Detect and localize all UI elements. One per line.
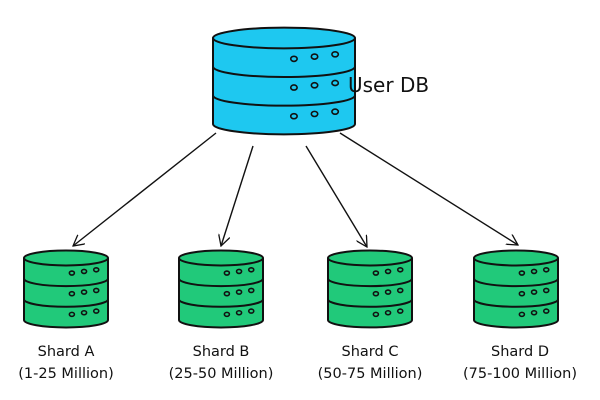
shard-database-icon[interactable] bbox=[178, 249, 264, 329]
led-dot bbox=[396, 308, 404, 314]
led-dot bbox=[530, 289, 538, 295]
led-dot bbox=[235, 268, 243, 275]
cylinder-body bbox=[212, 38, 356, 136]
led-dot bbox=[384, 268, 392, 275]
cylinder-body bbox=[473, 258, 559, 329]
arrow-to-shard-a bbox=[73, 132, 217, 246]
led-dot bbox=[223, 311, 231, 318]
shard-range: (75-100 Million) bbox=[463, 366, 577, 382]
led-dot bbox=[372, 311, 380, 318]
led-dot bbox=[92, 308, 100, 314]
led-dot bbox=[247, 308, 255, 314]
shard-range: (25-50 Million) bbox=[169, 366, 274, 382]
shard-database-icon[interactable] bbox=[23, 249, 109, 329]
led-dot bbox=[518, 290, 526, 297]
led-dot bbox=[235, 309, 243, 316]
shard-a[interactable]: Shard A (1-25 Million) bbox=[18, 249, 114, 382]
cylinder-body bbox=[178, 258, 264, 329]
layer-divider bbox=[473, 278, 559, 288]
led-dot bbox=[518, 311, 526, 318]
led-dot bbox=[310, 81, 319, 89]
shard-name: Shard D bbox=[491, 344, 549, 360]
shard-range: (1-25 Million) bbox=[18, 366, 114, 382]
cylinder-top bbox=[212, 26, 356, 50]
led-dot bbox=[372, 290, 380, 297]
user-db-icon[interactable] bbox=[212, 26, 356, 136]
layer-divider bbox=[212, 66, 356, 78]
led-dot bbox=[310, 53, 319, 60]
led-dot bbox=[542, 308, 550, 314]
layer-divider bbox=[178, 299, 264, 308]
shard-range: (50-75 Million) bbox=[318, 366, 423, 382]
led-dot bbox=[530, 268, 538, 275]
led-dot bbox=[247, 266, 255, 273]
edges bbox=[73, 132, 518, 247]
layer-divider bbox=[23, 278, 109, 288]
led-dot bbox=[68, 290, 76, 297]
led-dot bbox=[396, 266, 404, 273]
shard-database-icon[interactable] bbox=[327, 249, 413, 329]
layer-divider bbox=[327, 278, 413, 288]
cylinder-top bbox=[178, 249, 264, 267]
led-dot bbox=[289, 55, 298, 63]
user-db-label: User DB bbox=[348, 73, 429, 97]
led-dot bbox=[518, 270, 526, 276]
shard-d[interactable]: Shard D (75-100 Million) bbox=[463, 249, 577, 382]
led-dot bbox=[384, 289, 392, 295]
led-dot bbox=[68, 270, 76, 276]
cylinder-top bbox=[327, 249, 413, 267]
layer-divider bbox=[327, 299, 413, 308]
led-dot bbox=[80, 268, 88, 275]
shard-b[interactable]: Shard B (25-50 Million) bbox=[169, 249, 274, 382]
cylinder-top bbox=[23, 249, 109, 267]
led-dot bbox=[331, 50, 340, 58]
arrow-to-shard-d bbox=[339, 132, 518, 245]
led-dot bbox=[396, 287, 404, 294]
cylinder-body bbox=[327, 258, 413, 329]
shard-name: Shard B bbox=[193, 344, 250, 360]
led-dot bbox=[289, 112, 298, 120]
led-dot bbox=[68, 311, 76, 318]
cylinder-body bbox=[23, 258, 109, 329]
layer-divider bbox=[23, 299, 109, 308]
led-dot bbox=[223, 290, 231, 297]
arrow-to-shard-c bbox=[305, 145, 367, 247]
layer-divider bbox=[212, 95, 356, 107]
led-dot bbox=[331, 79, 340, 87]
shard-database-icon[interactable] bbox=[473, 249, 559, 329]
led-dot bbox=[235, 289, 243, 295]
led-dot bbox=[223, 270, 231, 276]
shard-name: Shard C bbox=[342, 344, 399, 360]
cylinder-top bbox=[473, 249, 559, 267]
led-dot bbox=[80, 289, 88, 295]
led-dot bbox=[80, 309, 88, 316]
layer-divider bbox=[473, 299, 559, 308]
shard-c[interactable]: Shard C (50-75 Million) bbox=[318, 249, 423, 382]
shard-name: Shard A bbox=[38, 344, 95, 360]
led-dot bbox=[372, 270, 380, 276]
led-dot bbox=[530, 309, 538, 316]
led-dot bbox=[331, 108, 340, 116]
led-dot bbox=[92, 266, 100, 273]
led-dot bbox=[384, 309, 392, 316]
led-dot bbox=[542, 287, 550, 294]
shards: Shard A (1-25 Million) Shard B (25-50 Milli… bbox=[18, 249, 577, 382]
led-dot bbox=[542, 266, 550, 273]
led-dot bbox=[247, 287, 255, 294]
user-db-node[interactable] bbox=[212, 26, 356, 136]
arrow-to-shard-b bbox=[221, 145, 254, 246]
led-dot bbox=[310, 110, 319, 118]
layer-divider bbox=[178, 278, 264, 288]
led-dot bbox=[92, 287, 100, 294]
led-dot bbox=[289, 84, 298, 91]
